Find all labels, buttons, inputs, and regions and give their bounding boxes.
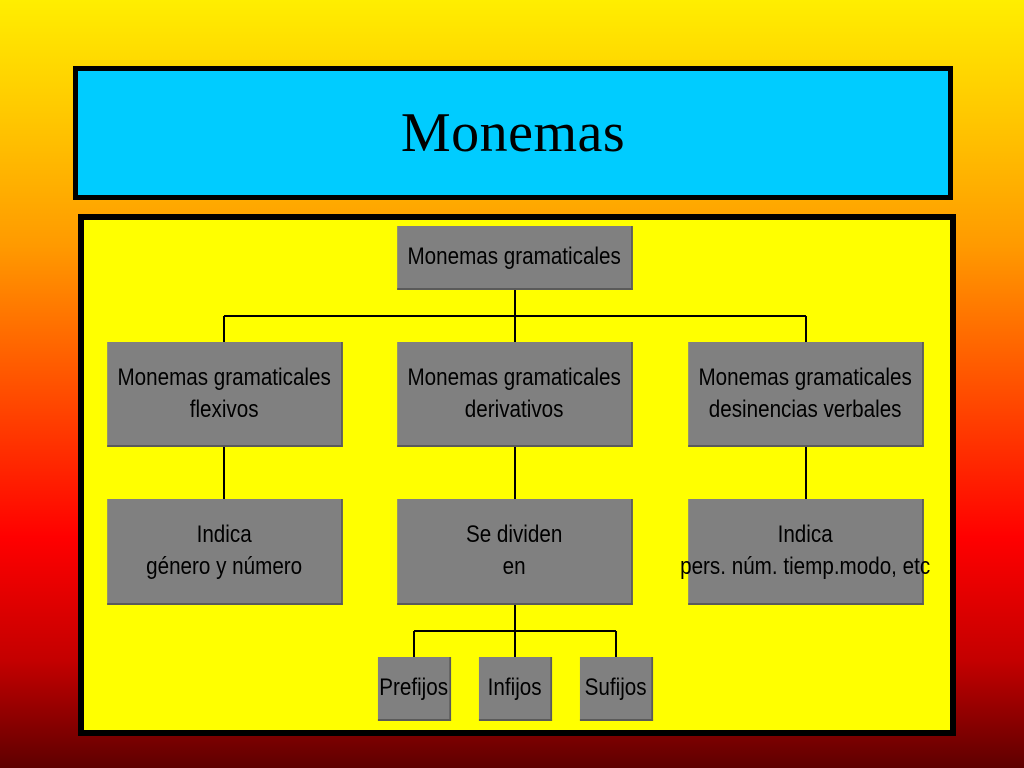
category-node-label-line1: Monemas gramaticales bbox=[117, 363, 331, 391]
detail-node-label-line2: pers. núm. tiemp.modo, etc bbox=[680, 553, 931, 580]
category-node-derivativos: Monemas gramaticales derivativos bbox=[397, 342, 633, 447]
root-node: Monemas gramaticales bbox=[397, 226, 633, 290]
detail-node-label-line1: Indica bbox=[196, 521, 252, 548]
category-node-label-line2: derivativos bbox=[464, 395, 564, 423]
detail-node-flexivos: Indica género y número bbox=[107, 499, 343, 605]
affix-node-label: Infijos bbox=[487, 674, 542, 701]
detail-node-derivativos: Se dividen en bbox=[397, 499, 633, 605]
category-node-label-line1: Monemas gramaticales bbox=[407, 363, 621, 391]
title-banner: Monemas bbox=[73, 66, 953, 200]
affix-node-label: Prefijos bbox=[379, 674, 449, 701]
category-node-label-line2: desinencias verbales bbox=[708, 395, 902, 423]
root-node-label: Monemas gramaticales bbox=[407, 243, 621, 270]
category-node-flexivos: Monemas gramaticales flexivos bbox=[107, 342, 343, 447]
category-node-label-line2: flexivos bbox=[189, 395, 259, 423]
detail-node-desinencias: Indica pers. núm. tiemp.modo, etc bbox=[680, 499, 930, 605]
category-node-label-line1: Monemas gramaticales bbox=[698, 363, 912, 391]
affix-node-sufijos: Sufijos bbox=[579, 657, 654, 721]
detail-node-label-line1: Indica bbox=[777, 521, 833, 548]
affix-node-infijos: Infijos bbox=[478, 657, 553, 721]
affix-node-prefijos: Prefijos bbox=[377, 657, 452, 721]
slide-title: Monemas bbox=[400, 102, 626, 164]
affix-node-label: Sufijos bbox=[584, 674, 647, 701]
detail-node-label-line2: género y número bbox=[146, 553, 303, 580]
detail-node-label-line1: Se dividen bbox=[465, 521, 563, 548]
detail-node-label-line2: en bbox=[502, 553, 526, 580]
category-node-desinencias: Monemas gramaticales desinencias verbale… bbox=[688, 342, 924, 447]
